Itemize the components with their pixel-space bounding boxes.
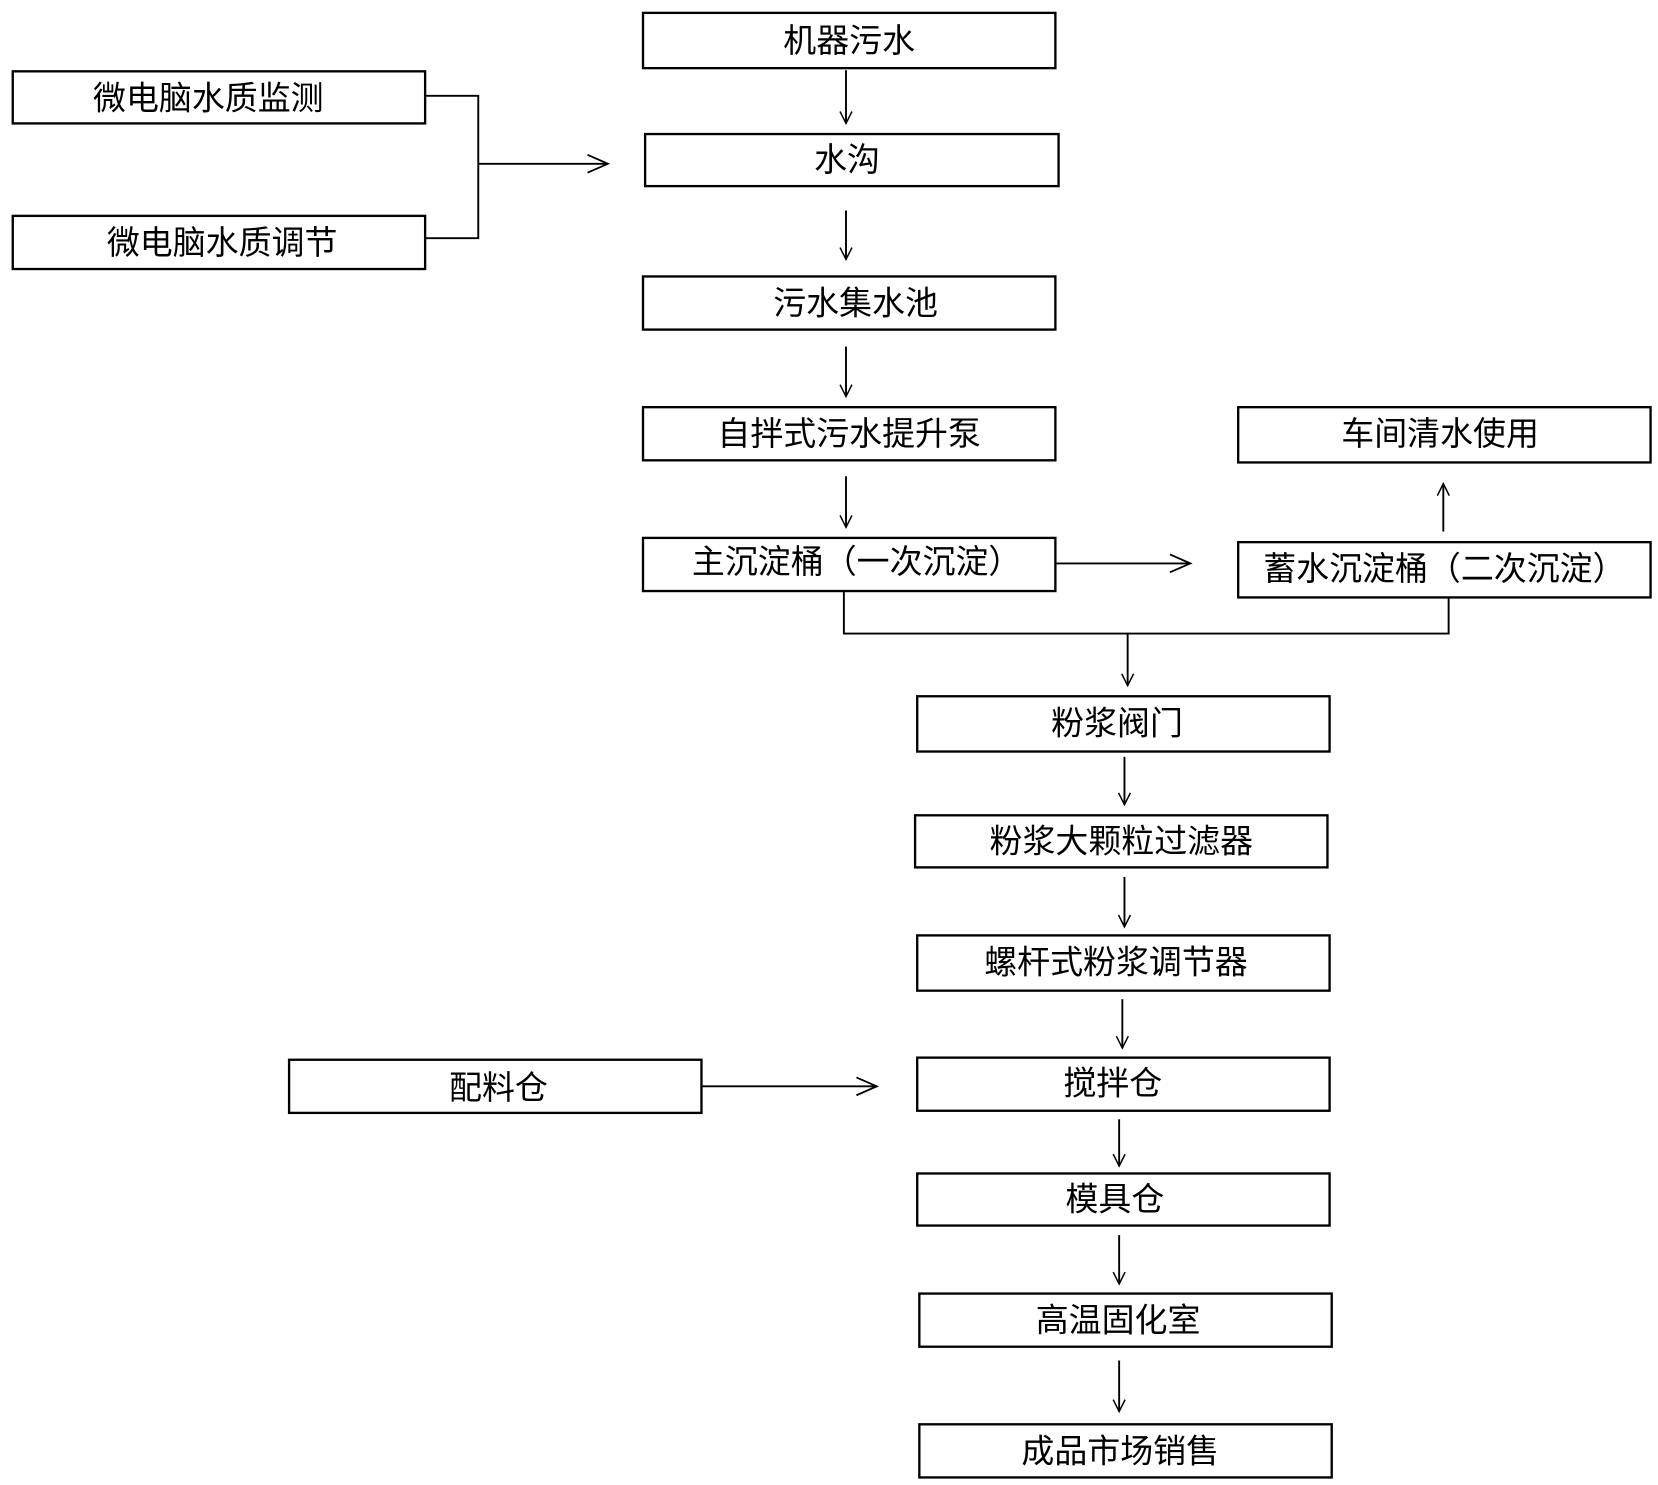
label: 模具仓 [1065, 1179, 1164, 1218]
label: 水沟 [814, 140, 880, 179]
box-workshop-water: 车间清水使用 [1237, 406, 1652, 464]
box-market-sales: 成品市场销售 [918, 1423, 1333, 1479]
box-water-regulation: 微电脑水质调节 [11, 214, 427, 271]
label: 微电脑水质监测 [93, 78, 324, 117]
box-collection-pool: 污水集水池 [641, 275, 1057, 331]
box-ingredient-bin: 配料仓 [287, 1058, 703, 1115]
box-particle-filter: 粉浆大颗粒过滤器 [913, 814, 1329, 869]
label: 蓄水沉淀桶（二次沉淀） [1263, 549, 1625, 588]
label: 配料仓 [449, 1068, 548, 1107]
label: 螺杆式粉浆调节器 [984, 942, 1248, 981]
label: 污水集水池 [773, 284, 938, 323]
box-mold-bin: 模具仓 [916, 1172, 1331, 1227]
label: 粉浆大颗粒过滤器 [990, 821, 1254, 860]
box-lift-pump: 自拌式污水提升泵 [641, 406, 1057, 462]
connectors [425, 70, 1448, 1411]
box-ditch: 水沟 [643, 132, 1060, 188]
label: 搅拌仓 [1063, 1064, 1162, 1103]
box-main-settling: 主沉淀桶（一次沉淀） [641, 536, 1057, 593]
box-mixing-bin: 搅拌仓 [916, 1056, 1331, 1112]
box-slurry-valve: 粉浆阀门 [916, 695, 1331, 753]
box-screw-regulator: 螺杆式粉浆调节器 [916, 934, 1331, 992]
box-machine-wastewater: 机器污水 [641, 11, 1057, 70]
box-water-monitoring: 微电脑水质监测 [11, 70, 427, 125]
merge-line-settlings [842, 591, 1450, 635]
label: 成品市场销售 [1021, 1431, 1219, 1470]
label: 主沉淀桶（一次沉淀） [692, 542, 1021, 581]
bracket-monitoring-regulation [425, 94, 480, 240]
label: 自拌式污水提升泵 [717, 414, 981, 453]
label: 微电脑水质调节 [107, 223, 338, 262]
label: 车间清水使用 [1341, 414, 1539, 453]
label: 高温固化室 [1036, 1301, 1201, 1340]
label: 粉浆阀门 [1051, 703, 1183, 742]
box-storage-settling: 蓄水沉淀桶（二次沉淀） [1237, 540, 1652, 599]
box-curing-room: 高温固化室 [918, 1292, 1333, 1348]
label: 机器污水 [783, 21, 915, 60]
